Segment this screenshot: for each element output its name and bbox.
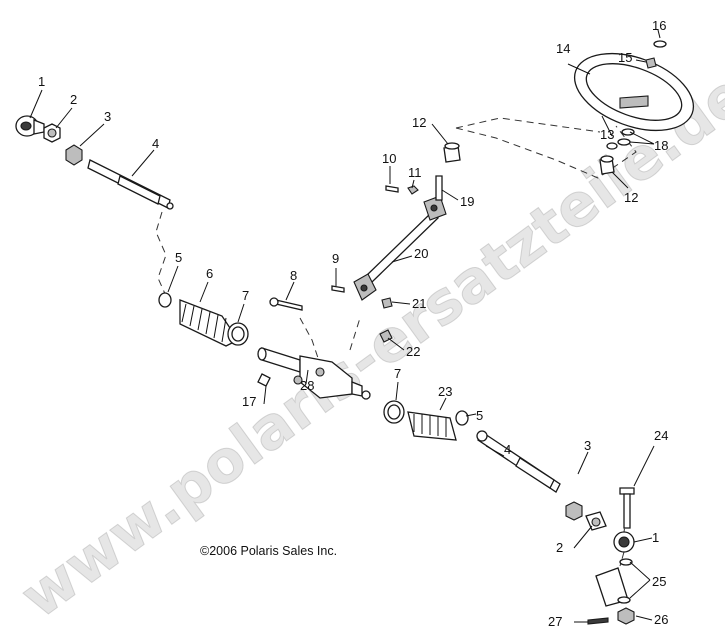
clamp-5-right xyxy=(455,410,469,426)
bracket-25 xyxy=(595,558,633,607)
callout: 19 xyxy=(460,194,474,209)
nut-15 xyxy=(645,57,657,69)
clamp-7-left xyxy=(227,322,249,346)
callout: 6 xyxy=(206,266,213,281)
callout: 23 xyxy=(438,384,452,399)
u-joint-upper xyxy=(423,195,447,221)
tie-rod-end-left xyxy=(15,115,45,137)
callout: 10 xyxy=(382,151,396,166)
callout: 15 xyxy=(618,50,632,65)
callout: 22 xyxy=(406,344,420,359)
callout: 4 xyxy=(504,442,511,457)
u-joint-lower xyxy=(353,273,377,301)
callout: 24 xyxy=(654,428,668,443)
callout-labels: 1 2 3 4 5 6 7 8 9 10 11 12 12 13 14 15 1… xyxy=(38,18,668,629)
callout: 7 xyxy=(394,366,401,381)
cap-16 xyxy=(653,40,667,48)
tie-rod-left-upper xyxy=(87,159,174,210)
callout: 3 xyxy=(584,438,591,453)
nut-21 xyxy=(381,297,393,309)
boot-23-right xyxy=(407,411,457,441)
callout: 12 xyxy=(624,190,638,205)
jam-nut-right xyxy=(565,501,583,521)
callout: 8 xyxy=(290,268,297,283)
leader-lines xyxy=(29,29,661,623)
callout: 13 xyxy=(600,127,614,142)
callout: 1 xyxy=(652,530,659,545)
clamp-7-right xyxy=(383,400,405,424)
ball-joint-right xyxy=(585,511,607,531)
washer-13 xyxy=(606,142,618,150)
tie-rod-right xyxy=(476,430,561,493)
washers-18 xyxy=(617,128,635,146)
callout: 28 xyxy=(300,378,314,393)
callout: 21 xyxy=(412,296,426,311)
clamp-5-left xyxy=(158,292,172,308)
tie-rod-end-right xyxy=(613,531,635,553)
part-27 xyxy=(587,617,609,625)
callout: 14 xyxy=(556,41,570,56)
bushing-12-lower xyxy=(599,155,615,175)
bolt-8 xyxy=(269,297,303,311)
bolt-10 xyxy=(385,185,399,193)
callout: 7 xyxy=(242,288,249,303)
callout: 20 xyxy=(414,246,428,261)
callout: 2 xyxy=(70,92,77,107)
callout: 9 xyxy=(332,251,339,266)
callout: 25 xyxy=(652,574,666,589)
callout: 5 xyxy=(175,250,182,265)
callout: 17 xyxy=(242,394,256,409)
callout: 5 xyxy=(476,408,483,423)
callout: 2 xyxy=(556,540,563,555)
jam-nut-left xyxy=(43,123,61,143)
callout: 26 xyxy=(654,612,668,627)
callout: 4 xyxy=(152,136,159,151)
bushing-12-upper xyxy=(443,142,461,163)
ball-joint-nut-left xyxy=(65,144,83,166)
bolt-9 xyxy=(331,285,345,293)
copyright-notice: ©2006 Polaris Sales Inc. xyxy=(200,544,337,558)
bolt-17 xyxy=(257,373,271,387)
upper-shaft-19 xyxy=(435,175,443,201)
nut-11 xyxy=(407,185,419,195)
steering-rack-housing xyxy=(257,347,371,400)
callout: 16 xyxy=(652,18,666,33)
callout: 3 xyxy=(104,109,111,124)
nut-26 xyxy=(617,607,635,625)
callout: 12 xyxy=(412,115,426,130)
callout: 18 xyxy=(654,138,668,153)
callout: 1 xyxy=(38,74,45,89)
callout: 27 xyxy=(548,614,562,629)
callout: 11 xyxy=(408,165,422,180)
bolt-24 xyxy=(619,487,635,529)
